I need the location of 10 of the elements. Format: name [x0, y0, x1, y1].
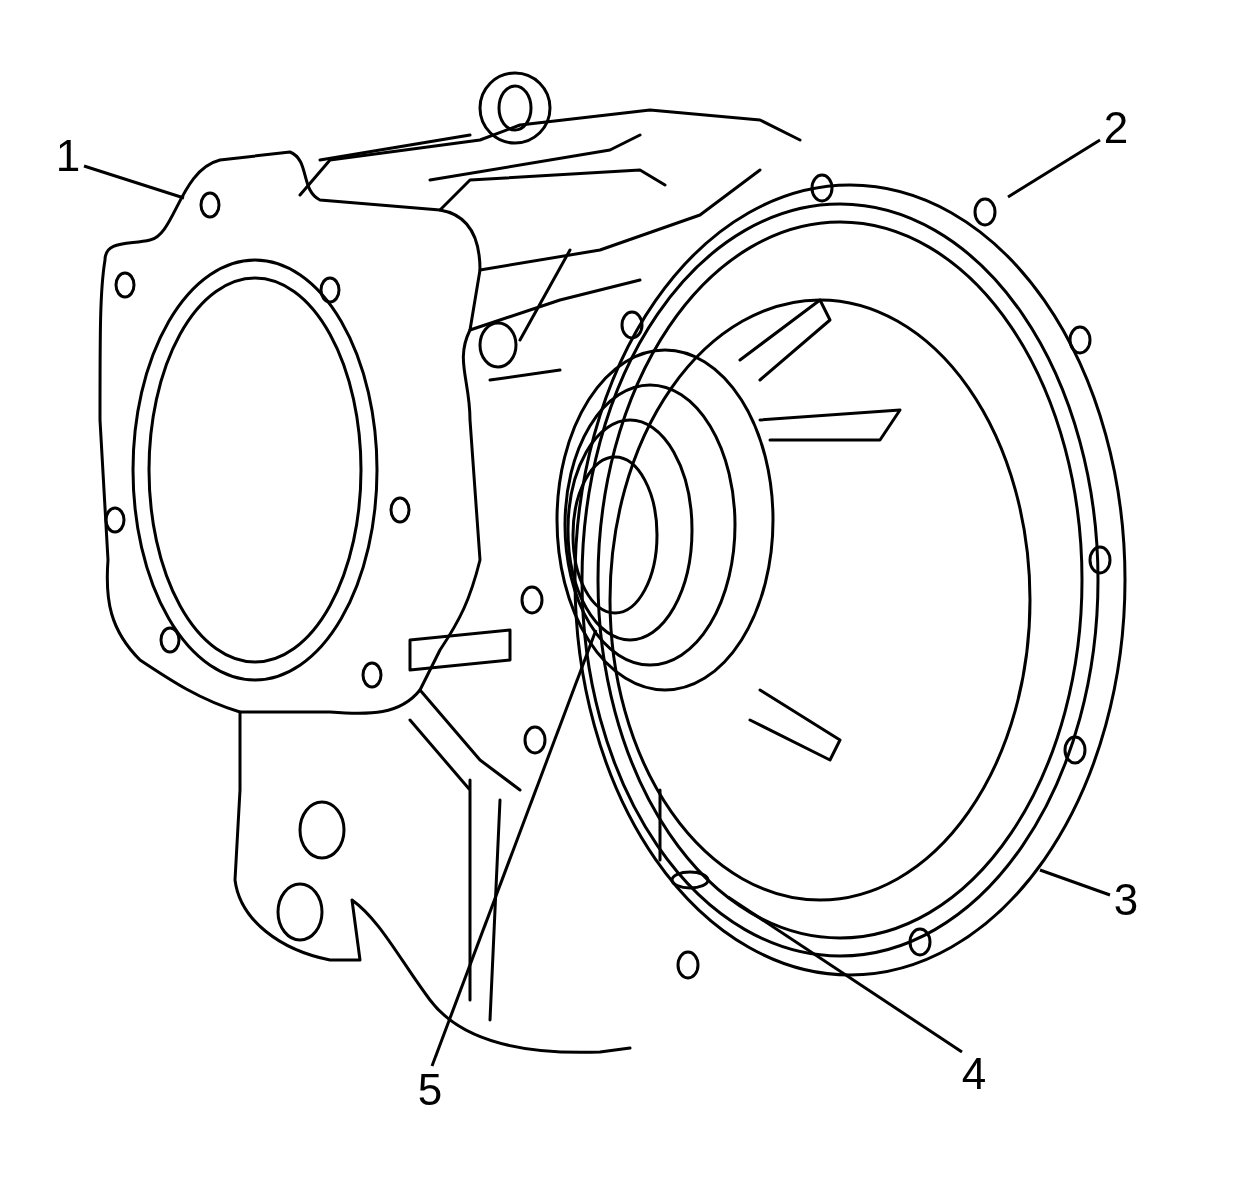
leader-line [1039, 868, 1111, 897]
callout-number: 1 [55, 134, 81, 178]
callout-number: 2 [1103, 106, 1129, 150]
leader-line [83, 164, 185, 200]
callout-number: 5 [417, 1068, 443, 1112]
leader-line [430, 629, 598, 1067]
callout-number: 3 [1113, 878, 1139, 922]
callout-number: 4 [961, 1052, 987, 1096]
leader-line [727, 895, 963, 1054]
leader-line [1007, 138, 1101, 199]
